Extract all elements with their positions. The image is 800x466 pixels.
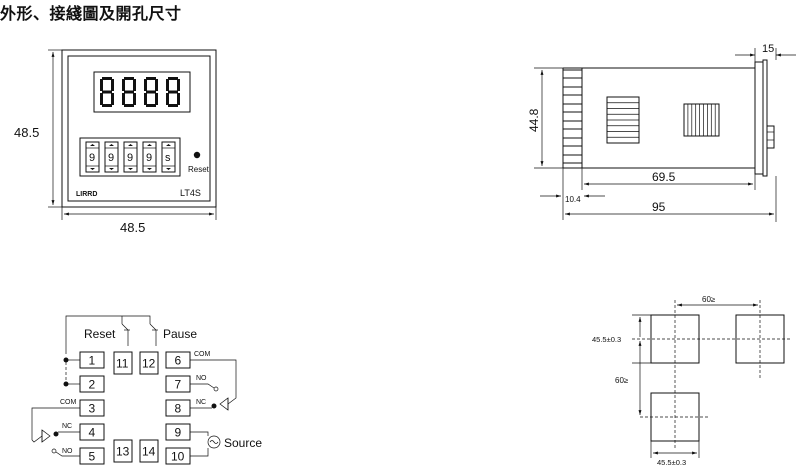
terminal-number: 4 bbox=[89, 426, 96, 440]
terminal-number: 11 bbox=[116, 357, 129, 371]
left-nc-label: NC bbox=[62, 423, 72, 430]
front-height-dim: 48.5 bbox=[14, 125, 39, 140]
terminal-6: 6 bbox=[165, 351, 191, 369]
display-digit bbox=[122, 77, 136, 107]
side-depth-dim: 15 bbox=[762, 43, 774, 55]
terminal-5: 5 bbox=[79, 447, 105, 465]
side-view: 15 44.8 69.5 10.4 95 bbox=[527, 43, 796, 222]
right-com-label: COM bbox=[194, 351, 211, 358]
terminal-13: 13 bbox=[113, 439, 133, 463]
front-width-dim: 48.5 bbox=[120, 220, 145, 235]
terminal-teeth bbox=[562, 69, 583, 164]
terminal-10: 10 bbox=[165, 447, 191, 465]
thumbwheel-switch[interactable]: s bbox=[161, 141, 176, 173]
page-title: 外形、接綫圖及開孔尺寸 bbox=[0, 4, 182, 23]
terminal-number: 13 bbox=[116, 445, 130, 459]
ac-source-icon bbox=[207, 435, 221, 449]
cutout-size-v: 45.5±0.3 bbox=[592, 335, 621, 344]
front-panel-inner bbox=[67, 55, 211, 202]
terminal-7: 7 bbox=[165, 375, 191, 393]
thumbwheel-switch[interactable]: 9 bbox=[142, 141, 157, 173]
panel-cutout: 60≥ 60≥ 45.5±0.3 45.5±0.3 bbox=[592, 295, 790, 466]
thumbwheel-switch[interactable]: 9 bbox=[85, 141, 100, 173]
terminal-2: 2 bbox=[79, 375, 105, 393]
terminal-12: 12 bbox=[139, 351, 159, 375]
terminal-1: 1 bbox=[79, 351, 105, 369]
right-no-label: NO bbox=[196, 375, 207, 382]
cutout-spacing-v: 60≥ bbox=[615, 376, 629, 385]
display-digit bbox=[144, 77, 158, 107]
side-total-dim: 95 bbox=[652, 200, 666, 214]
side-height-dim: 44.8 bbox=[527, 108, 541, 132]
side-body-dim: 69.5 bbox=[652, 170, 676, 184]
side-vent-right bbox=[683, 103, 720, 137]
thumbwheel-switch[interactable]: 9 bbox=[123, 141, 138, 173]
front-panel-outer bbox=[61, 49, 217, 208]
terminal-11: 11 bbox=[113, 351, 133, 375]
front-view: 9 9 9 9 s Reset LIRRD LT4S 48.5 48.5 bbox=[14, 49, 217, 235]
terminal-number: 2 bbox=[89, 378, 96, 392]
wiring-pause-label: Pause bbox=[163, 327, 197, 341]
left-no-label: NO bbox=[62, 448, 73, 455]
reset-button[interactable] bbox=[193, 151, 201, 159]
side-bezel-dim: 10.4 bbox=[565, 195, 581, 204]
side-bezel bbox=[754, 61, 764, 175]
terminal-number: 1 bbox=[89, 354, 96, 368]
terminal-14: 14 bbox=[139, 439, 159, 463]
led-display bbox=[93, 71, 191, 113]
thumbwheel-digit: 9 bbox=[146, 152, 152, 164]
model-label: LT4S bbox=[180, 188, 201, 198]
terminal-number: 12 bbox=[142, 357, 156, 371]
terminal-8: 8 bbox=[165, 399, 191, 417]
terminal-number: 7 bbox=[175, 378, 182, 392]
wiring-reset-label: Reset bbox=[84, 327, 116, 341]
side-body bbox=[581, 67, 756, 169]
thumbwheel-digit: 9 bbox=[108, 152, 114, 164]
terminal-9: 9 bbox=[165, 423, 191, 441]
front-reset-label: Reset bbox=[188, 165, 210, 174]
thumbwheel-digit: 9 bbox=[127, 152, 133, 164]
terminal-number: 6 bbox=[175, 354, 182, 368]
thumbwheel-switch[interactable]: 9 bbox=[104, 141, 119, 173]
terminal-number: 9 bbox=[175, 426, 182, 440]
cutout-size-h: 45.5±0.3 bbox=[657, 458, 686, 466]
thumbwheel-digit: s bbox=[165, 152, 171, 164]
brand-label: LIRRD bbox=[76, 191, 97, 198]
thumbwheel-frame bbox=[79, 137, 181, 177]
cutout-spacing-h: 60≥ bbox=[702, 295, 716, 304]
left-com-label: COM bbox=[60, 399, 77, 406]
terminal-number: 14 bbox=[142, 445, 156, 459]
terminal-number: 10 bbox=[171, 450, 185, 464]
right-nc-label: NC bbox=[196, 399, 206, 406]
terminal-3: 3 bbox=[79, 399, 105, 417]
terminal-number: 3 bbox=[89, 402, 96, 416]
terminal-4: 4 bbox=[79, 423, 105, 441]
thumbwheel-digit: 9 bbox=[89, 152, 95, 164]
display-digit bbox=[100, 77, 114, 107]
source-label: Source bbox=[224, 436, 262, 450]
terminal-number: 5 bbox=[89, 450, 96, 464]
thumbwheel-switches: 9 9 9 9 s bbox=[85, 141, 176, 173]
display-digit bbox=[166, 77, 180, 107]
display-digits bbox=[100, 77, 180, 107]
terminal-number: 8 bbox=[175, 402, 182, 416]
